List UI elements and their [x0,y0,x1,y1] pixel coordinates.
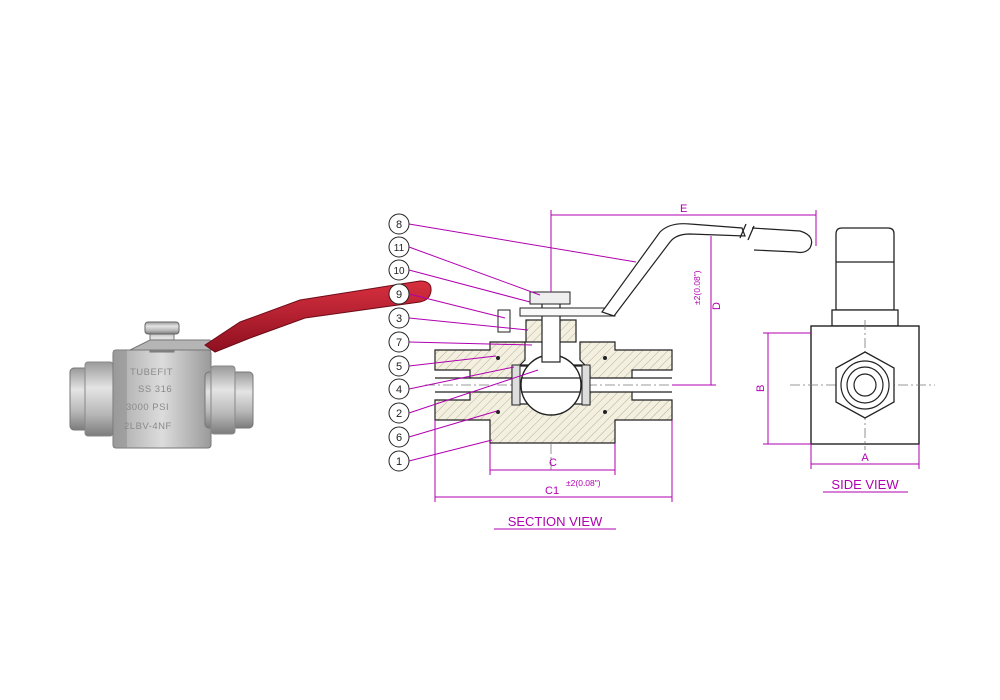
dim-a: A [861,452,869,464]
balloon-2: 2 [388,369,539,424]
balloon-1: 1 [388,439,493,472]
svg-text:7: 7 [396,337,402,349]
balloon-3: 3 [388,307,529,331]
balloon-7: 7 [388,331,533,353]
side-view: B A SIDE VIEW [755,227,935,493]
svg-text:3: 3 [396,313,402,325]
svg-text:11: 11 [394,243,405,254]
red-handle [204,280,432,353]
section-view-title: SECTION VIEW [508,514,603,529]
stamp-line-2: SS 316 [138,384,172,395]
stem-nut [144,321,180,335]
dim-c: C [549,457,557,469]
svg-text:1: 1 [396,456,402,468]
dim-d-tol: ±2(0.08") [692,270,702,305]
balloon-8: 8 [388,213,637,263]
left-port-hex [84,361,114,437]
side-view-title: SIDE VIEW [831,477,899,492]
valve-body-side [113,350,127,448]
balloon-6: 6 [388,410,498,448]
valve-body-photo [112,349,212,449]
dim-b: B [755,385,767,392]
handle-bracket [129,339,215,351]
handle-arm-section [601,223,746,317]
section-body [434,341,673,444]
handle-tip [751,227,813,254]
side-handle [835,227,895,311]
svg-text:6: 6 [396,432,402,444]
balloon-4: 4 [388,366,515,400]
dim-c1-tol: ±2(0.08") [566,478,601,488]
stamp-line-4: 2LBV-4NF [124,421,172,432]
dim-c1: C1 [545,485,559,497]
seat-left [511,364,521,406]
balloon-9: 9 [388,283,506,319]
stop-pin [497,309,511,333]
dim-d: D [711,302,723,310]
seat-right [581,364,591,406]
svg-text:8: 8 [396,219,402,231]
side-hex [835,351,895,419]
right-port-hex [210,365,236,435]
svg-text:5: 5 [396,361,402,373]
balloon-5: 5 [388,355,497,377]
dim-e: E [680,203,687,215]
svg-text:2: 2 [396,408,402,420]
balloon-11: 11 [388,236,541,296]
svg-text:4: 4 [396,384,402,396]
valve-photo: TUBEFIT SS 316 3000 PSI 2LBV-4NF [69,280,432,449]
svg-text:9: 9 [396,289,402,301]
balloon-10: 10 [388,259,531,303]
stamp-line-1: TUBEFIT [130,367,173,378]
handle-plate [519,307,616,317]
stamp-line-3: 3000 PSI [126,402,169,413]
ball [520,354,582,416]
section-view: E D ±2(0.08") C C1 ±2(0.08") 8 11 10 [388,203,817,530]
svg-text:10: 10 [393,266,405,277]
